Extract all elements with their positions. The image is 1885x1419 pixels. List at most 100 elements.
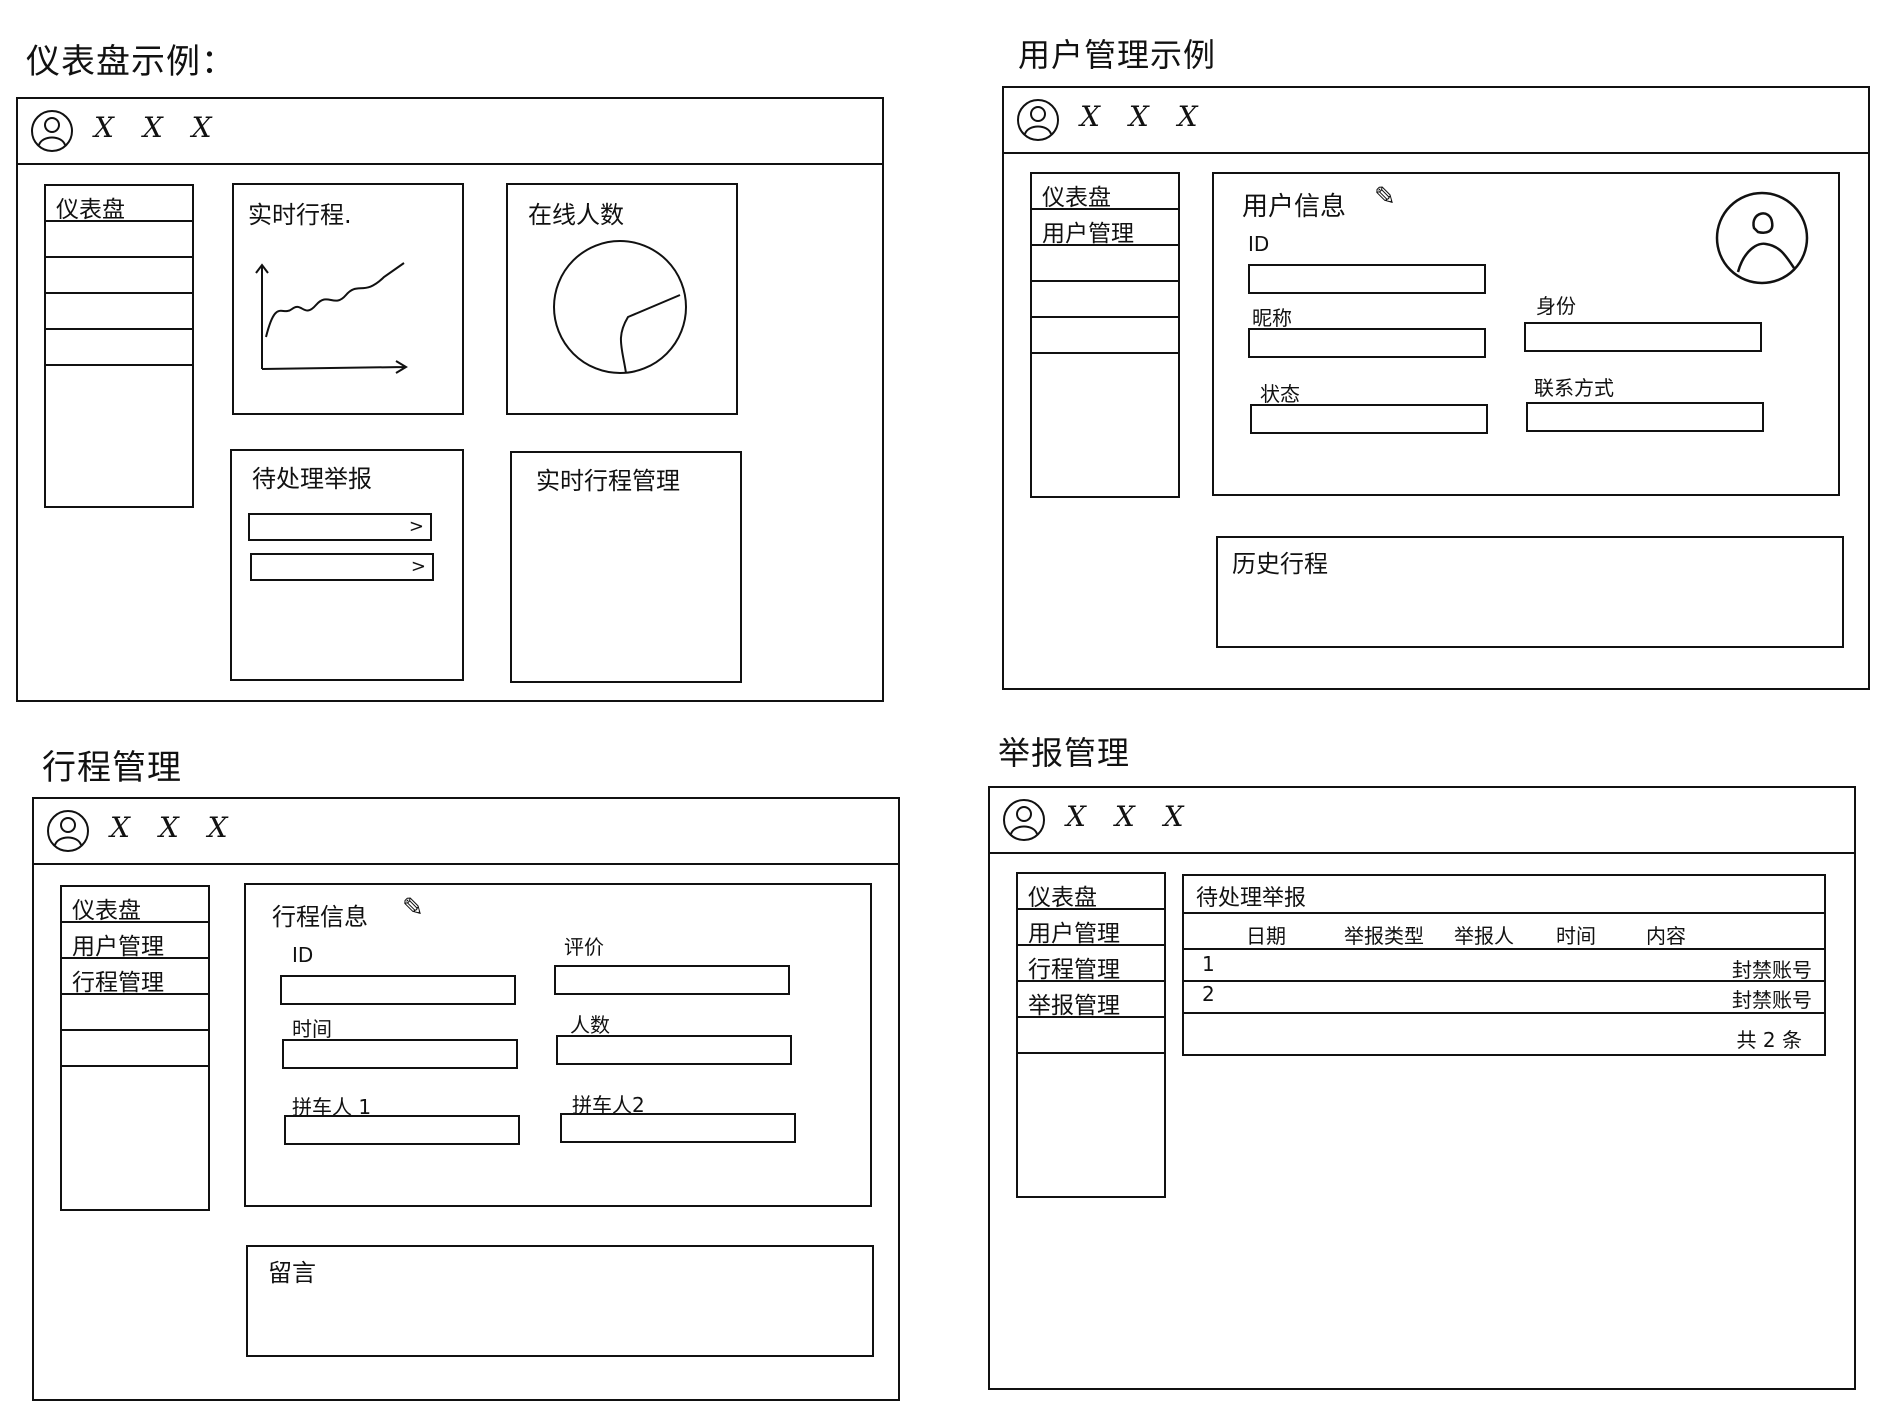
report-management-header: X X X xyxy=(990,788,1854,854)
people-field[interactable] xyxy=(556,1035,792,1065)
nickname-field[interactable] xyxy=(1248,328,1486,358)
trip-management-window: X X X 仪表盘 用户管理 行程管理 行程信息 ✎ ID 评价 时间 人数 拼… xyxy=(32,797,900,1401)
sidebar-item-trips[interactable]: 行程管理 xyxy=(1018,946,1164,982)
sidebar-item-dashboard[interactable]: 仪表盘 xyxy=(62,887,208,923)
card-title: 待处理举报 xyxy=(252,465,372,493)
user-management-sidebar: 仪表盘 用户管理 xyxy=(1030,172,1180,498)
sidebar-item-dashboard[interactable]: 仪表盘 xyxy=(1032,174,1178,210)
pencil-icon[interactable]: ✎ xyxy=(402,893,424,923)
sidebar-item-dashboard[interactable]: 仪表盘 xyxy=(46,186,192,222)
time-field[interactable] xyxy=(282,1039,518,1069)
user-circle-icon[interactable] xyxy=(46,809,90,853)
trip-management-sidebar: 仪表盘 用户管理 行程管理 xyxy=(60,885,210,1211)
trip-management-header: X X X xyxy=(34,799,898,865)
sidebar-item-dashboard[interactable]: 仪表盘 xyxy=(1018,874,1164,910)
user-info-panel: 用户信息 ✎ ID 昵称 身份 状态 联系方式 xyxy=(1212,172,1840,496)
header-username: X X X xyxy=(110,811,238,844)
sidebar-item[interactable] xyxy=(1032,246,1178,282)
message-panel: 留言 xyxy=(246,1245,874,1357)
table-footer-count: 共 2 条 xyxy=(1736,1028,1802,1052)
rating-field[interactable] xyxy=(554,965,790,995)
sidebar-item-reports[interactable]: 举报管理 xyxy=(1018,982,1164,1018)
pencil-icon[interactable]: ✎ xyxy=(1374,182,1396,212)
passenger2-field[interactable] xyxy=(560,1113,796,1143)
card-title: 实时行程. xyxy=(248,201,352,229)
card-title: 实时行程管理 xyxy=(536,467,680,495)
sidebar-item[interactable] xyxy=(46,330,192,366)
identity-label: 身份 xyxy=(1536,294,1576,318)
sidebar-item[interactable] xyxy=(46,258,192,294)
online-count-card[interactable]: 在线人数 xyxy=(506,183,738,415)
trip-info-title: 行程信息 xyxy=(272,903,368,931)
identity-field[interactable] xyxy=(1524,322,1762,352)
contact-field[interactable] xyxy=(1526,402,1764,432)
sidebar-item-users[interactable]: 用户管理 xyxy=(1032,210,1178,246)
chevron-right-icon: > xyxy=(410,556,426,577)
sidebar-item[interactable] xyxy=(1018,1018,1164,1054)
column-header: 举报人 xyxy=(1454,924,1514,948)
ban-account-action[interactable]: 封禁账号 xyxy=(1732,958,1812,982)
dashboard-header: X X X xyxy=(18,99,882,165)
row-index: 1 xyxy=(1202,952,1215,976)
line-chart-icon xyxy=(255,262,408,374)
header-username: X X X xyxy=(1080,100,1208,133)
report-management-sidebar: 仪表盘 用户管理 行程管理 举报管理 xyxy=(1016,872,1166,1198)
id-field[interactable] xyxy=(280,975,516,1005)
id-field[interactable] xyxy=(1248,264,1486,294)
sidebar-item-users[interactable]: 用户管理 xyxy=(1018,910,1164,946)
sidebar-item[interactable] xyxy=(46,294,192,330)
trip-info-panel: 行程信息 ✎ ID 评价 时间 人数 拼车人 1 拼车人2 xyxy=(244,883,872,1207)
user-circle-icon[interactable] xyxy=(1002,798,1046,842)
chevron-right-icon: > xyxy=(408,516,424,537)
column-header: 时间 xyxy=(1556,924,1596,948)
column-header: 内容 xyxy=(1646,924,1686,948)
rating-label: 评价 xyxy=(564,935,604,959)
ban-account-action[interactable]: 封禁账号 xyxy=(1732,988,1812,1012)
user-avatar-icon[interactable] xyxy=(1714,190,1810,286)
nickname-label: 昵称 xyxy=(1252,306,1292,330)
row-index: 2 xyxy=(1202,982,1215,1006)
sidebar-item-trips[interactable]: 行程管理 xyxy=(62,959,208,995)
user-circle-icon[interactable] xyxy=(1016,98,1060,142)
header-username: X X X xyxy=(94,111,222,144)
dashboard-sidebar: 仪表盘 xyxy=(44,184,194,508)
realtime-trip-management-card[interactable]: 实时行程管理 xyxy=(510,451,742,683)
people-label: 人数 xyxy=(570,1013,610,1037)
divider xyxy=(1184,980,1824,982)
history-trip-panel: 历史行程 xyxy=(1216,536,1844,648)
sidebar-item[interactable] xyxy=(62,995,208,1031)
pie-chart-icon xyxy=(553,240,687,374)
list-item[interactable]: > xyxy=(250,553,434,581)
sidebar-item[interactable] xyxy=(1032,318,1178,354)
message-title: 留言 xyxy=(268,1259,316,1287)
dashboard-window: X X X 仪表盘 实时行程. 在线人数 待处理举报 > > 实时行程管理 xyxy=(16,97,884,702)
history-trip-title: 历史行程 xyxy=(1232,550,1328,578)
status-label: 状态 xyxy=(1260,382,1300,406)
sidebar-item-users[interactable]: 用户管理 xyxy=(62,923,208,959)
user-management-window: X X X 仪表盘 用户管理 用户信息 ✎ ID 昵称 身份 状态 联系方式 历… xyxy=(1002,86,1870,690)
id-label: ID xyxy=(292,943,314,967)
divider xyxy=(1184,912,1824,914)
table-title: 待处理举报 xyxy=(1196,886,1307,911)
user-management-header: X X X xyxy=(1004,88,1868,154)
pending-reports-table: 待处理举报 日期 举报类型 举报人 时间 内容 1 封禁账号 2 封禁账号 共 … xyxy=(1182,874,1826,1056)
user-info-title: 用户信息 xyxy=(1242,192,1347,222)
realtime-trip-card[interactable]: 实时行程. xyxy=(232,183,464,415)
contact-label: 联系方式 xyxy=(1534,376,1614,400)
sidebar-item[interactable] xyxy=(62,1031,208,1067)
divider xyxy=(1184,948,1824,950)
status-field[interactable] xyxy=(1250,404,1488,434)
pending-reports-card[interactable]: 待处理举报 > > xyxy=(230,449,464,681)
card-title: 在线人数 xyxy=(528,201,624,229)
user-circle-icon[interactable] xyxy=(30,109,74,153)
report-management-window: X X X 仪表盘 用户管理 行程管理 举报管理 待处理举报 日期 举报类型 举… xyxy=(988,786,1856,1390)
column-header: 日期 xyxy=(1246,924,1286,948)
list-item[interactable]: > xyxy=(248,513,432,541)
divider xyxy=(1184,1012,1824,1014)
column-header: 举报类型 xyxy=(1344,924,1424,948)
trip-management-caption: 行程管理 xyxy=(42,748,182,788)
time-label: 时间 xyxy=(292,1017,332,1041)
passenger1-field[interactable] xyxy=(284,1115,520,1145)
sidebar-item[interactable] xyxy=(1032,282,1178,318)
sidebar-item[interactable] xyxy=(46,222,192,258)
